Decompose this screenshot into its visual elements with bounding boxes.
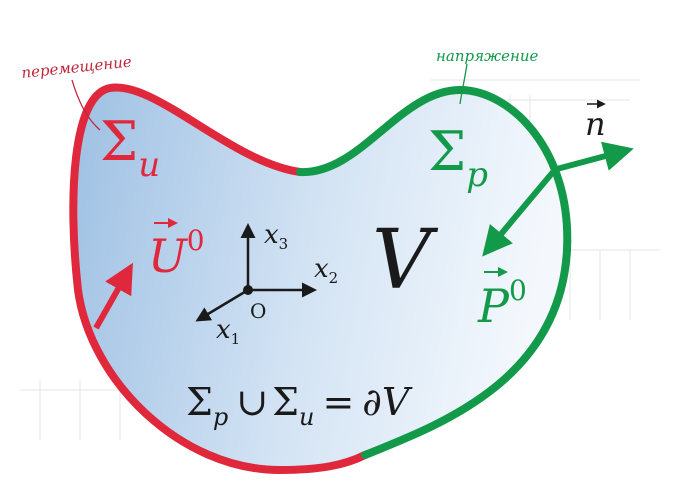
normal-vector-arrow <box>552 141 634 173</box>
coordinate-axes: O x3 x2 x1 <box>195 220 338 348</box>
volume-label: V <box>372 213 439 308</box>
displacement-sup: 0 <box>187 224 205 257</box>
normal-vector-label: n <box>585 105 606 143</box>
stress-boundary <box>296 85 572 459</box>
origin-label: O <box>250 299 266 323</box>
traction-letter: P <box>477 279 510 333</box>
boundary-formula: Σp∪Σu=∂V <box>186 380 413 431</box>
displacement-label: U0 <box>148 224 205 283</box>
displacement-letter: U <box>148 229 189 283</box>
traction-arrow <box>482 170 556 257</box>
sigma-p-symbol: Σ <box>428 120 466 183</box>
sigma-p-label: Σp <box>428 120 488 195</box>
body-region <box>73 87 568 471</box>
sigma-u-sub: u <box>138 145 160 185</box>
displacement-arrow <box>93 262 133 330</box>
sigma-p-sub: p <box>466 155 488 195</box>
axis-x3-label: x3 <box>264 220 288 253</box>
formula-sigma-p: Σ <box>186 380 213 424</box>
annotation-displacement: перемещение <box>21 52 133 81</box>
traction-label: P0 <box>477 274 527 333</box>
annotation-stress: напряжение <box>436 47 538 65</box>
stress-leader <box>459 63 468 105</box>
axis-x1-label: x1 <box>216 315 240 348</box>
axis-x2-label: x2 <box>314 254 338 287</box>
formula-sigma-u: Σ <box>272 380 299 424</box>
sigma-u-label: Σu <box>100 110 160 185</box>
displacement-leader <box>71 79 101 131</box>
traction-sup: 0 <box>509 274 527 307</box>
origin-point <box>243 285 253 295</box>
axis-x1-arrow <box>195 288 249 322</box>
displacement-boundary <box>69 83 369 475</box>
sigma-u-symbol: Σ <box>100 110 138 173</box>
